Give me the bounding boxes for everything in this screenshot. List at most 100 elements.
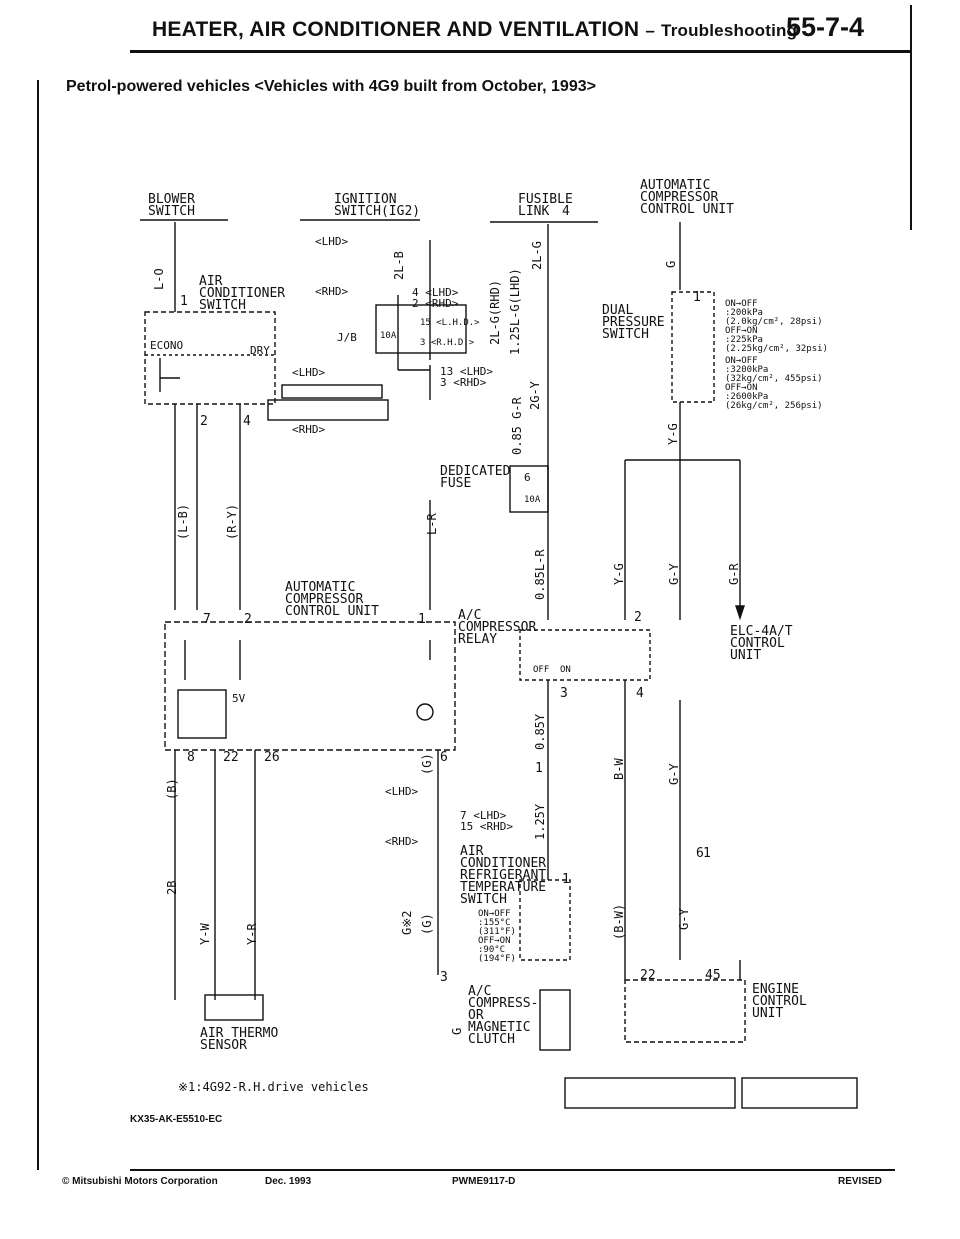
relay-on-label: ON [560, 665, 571, 675]
wire-g-paren: (G) [420, 753, 434, 775]
pin-number: 1 [703, 846, 711, 861]
wire-gy-low: G-Y [677, 908, 691, 930]
pin-number: 22 [223, 750, 239, 765]
footer-status: REVISED [838, 1176, 882, 1187]
wire-yg-top: Y-G [666, 423, 680, 445]
pin-number: 7 [203, 612, 211, 627]
pin-number: 22 [640, 968, 656, 983]
wire-ry: (R-Y) [225, 503, 239, 540]
pin-13lhd-3rhd: 13 <LHD> 3 <RHD> [440, 365, 493, 389]
wire-2lg-rhd: 2L-G(RHD) [488, 279, 502, 345]
wire-g-bottom: G [450, 1027, 464, 1035]
blower-switch-label: BLOWER SWITCH [148, 192, 195, 219]
pin-number: 2 [200, 414, 208, 429]
wire-bw-paren: (B-W) [612, 903, 626, 940]
wire-2gy: 2G-Y [528, 381, 542, 410]
rhd-label-top: <RHD> [315, 285, 349, 298]
doc-code: KX35-AK-E5510-EC [130, 1114, 223, 1125]
wire-085y: 0.85Y [533, 713, 547, 750]
lhd-label-top: <LHD> [315, 235, 349, 248]
acc-unit-mid-label: AUTOMATIC COMPRESSOR CONTROL UNIT [285, 580, 379, 619]
subtitle: Petrol-powered vehicles <Vehicles with 4… [66, 78, 596, 95]
wire-b: (B) [165, 778, 179, 800]
wire-g2: G※2 [400, 910, 414, 935]
air-thermo-sensor-label: AIR THERMO SENSOR [200, 1026, 279, 1053]
wire-g-paren-low: (G) [420, 913, 434, 935]
title-dash: – [645, 21, 655, 40]
pin-number: 1 [562, 872, 570, 887]
pin-number: 26 [264, 750, 280, 765]
footer-copyright: © Mitsubishi Motors Corporation [62, 1176, 218, 1187]
footnote: ※1:4G92-R.H.drive vehicles [178, 1080, 369, 1094]
dedicated-fuse-amp: 10A [524, 495, 541, 505]
wire-gr: G-R [727, 563, 741, 585]
wire-yw: Y-W [198, 923, 212, 945]
ac-relay-label: A/C COMPRESSOR RELAY [458, 608, 537, 647]
rhd-label-mid: <RHD> [292, 423, 326, 436]
dp-spec-low: ON→OFF :200kPa (2.0kg/cm², 28psi) OFF→ON… [725, 299, 828, 354]
footer-date: Dec. 1993 [265, 1176, 312, 1187]
wire-125y: 1.25Y [533, 803, 547, 840]
pin-number: 2 [634, 610, 642, 625]
refrigerant-spec: ON→OFF :155°C (311°F) OFF→ON :90°C (194°… [478, 909, 516, 964]
pin-4lhd-2rhd: 4 <LHD> 2 <RHD> [412, 286, 459, 310]
fuse-10a-label: 10A [380, 331, 397, 341]
lhd-label-mid: <LHD> [292, 366, 326, 379]
pin-number: 45 [705, 968, 721, 983]
pin-number: 1 [180, 294, 188, 309]
pin-number: 6 [696, 846, 704, 861]
footer-code: PWME9117-D [452, 1176, 516, 1187]
left-margin-rule [37, 80, 39, 1170]
ignition-switch-label: IGNITION SWITCH(IG2) [334, 192, 421, 219]
wire-gy-mid: G-Y [667, 763, 681, 785]
page-title: HEATER, AIR CONDITIONER AND VENTILATION … [152, 18, 797, 42]
margin-rule [910, 5, 912, 230]
ac-switch-label: AIR CONDITIONER SWITCH [199, 274, 286, 313]
dry-label: DRY [250, 344, 270, 357]
pin-number: 4 [243, 414, 251, 429]
ac-clutch-label: A/C COMPRESS- OR MAGNETIC CLUTCH [468, 984, 539, 1047]
wire-lo: L-O [152, 268, 166, 290]
wire-bw: B-W [612, 758, 626, 780]
title-main: HEATER, AIR CONDITIONER AND VENTILATION [152, 18, 640, 41]
wire-2b: 2B [165, 880, 179, 895]
pin-number: 4 [636, 686, 644, 701]
pin-number: 1 [693, 290, 701, 305]
wire-yg: Y-G [612, 563, 626, 585]
pin-number: 8 [187, 750, 195, 765]
wire-2lg: 2L-G [530, 241, 544, 270]
fuse-lhd-label: 15 <L.H.D.> [420, 318, 480, 328]
fusible-link-number: 4 [562, 204, 570, 219]
econo-label: ECONO [150, 339, 184, 352]
header-rule [130, 50, 910, 53]
pin-number: 3 [440, 970, 448, 985]
dual-pressure-label: DUAL PRESSURE SWITCH [602, 303, 665, 342]
wire-lr: L-R [425, 513, 439, 535]
wire-085gr: 0.85 G-R [510, 397, 524, 455]
page-number: 55-7-4 [786, 12, 865, 42]
pin-number: 3 [560, 686, 568, 701]
wire-085lr: 0.85L-R [533, 549, 547, 600]
fusible-link-label: FUSIBLE LINK [518, 192, 573, 219]
wire-lb: (L-B) [176, 503, 190, 540]
wire-2lb: 2L-B [392, 251, 406, 280]
pin-number: 1 [535, 761, 543, 776]
rhd-label-low: <RHD> [385, 835, 419, 848]
refrigerant-switch-label: AIR CONDITIONER REFRIGERANT TEMPERATURE … [460, 844, 547, 907]
dp-spec-high: ON→OFF :3200kPa (32kg/cm², 455psi) OFF→O… [725, 356, 823, 411]
wire-yr: Y-R [245, 923, 259, 945]
relay-off-label: OFF [533, 665, 550, 675]
wire-125lg-lhd: 1.25L-G(LHD) [508, 268, 522, 355]
title-section: Troubleshooting [661, 21, 798, 40]
pin-number: 6 [440, 750, 448, 765]
acc-unit-top-label: AUTOMATIC COMPRESSOR CONTROL UNIT [640, 178, 734, 217]
dedicated-fuse-label: DEDICATED FUSE [440, 464, 511, 491]
pin-7lhd-15rhd: 7 <LHD> 15 <RHD> [460, 809, 513, 833]
lhd-label-low: <LHD> [385, 785, 419, 798]
dedicated-fuse-number: 6 [524, 471, 531, 484]
wire-gy: G-Y [667, 563, 681, 585]
engine-control-unit-label: ENGINE CONTROL UNIT [752, 982, 807, 1021]
5v-label: 5V [232, 692, 246, 705]
pin-number: 2 [244, 612, 252, 627]
